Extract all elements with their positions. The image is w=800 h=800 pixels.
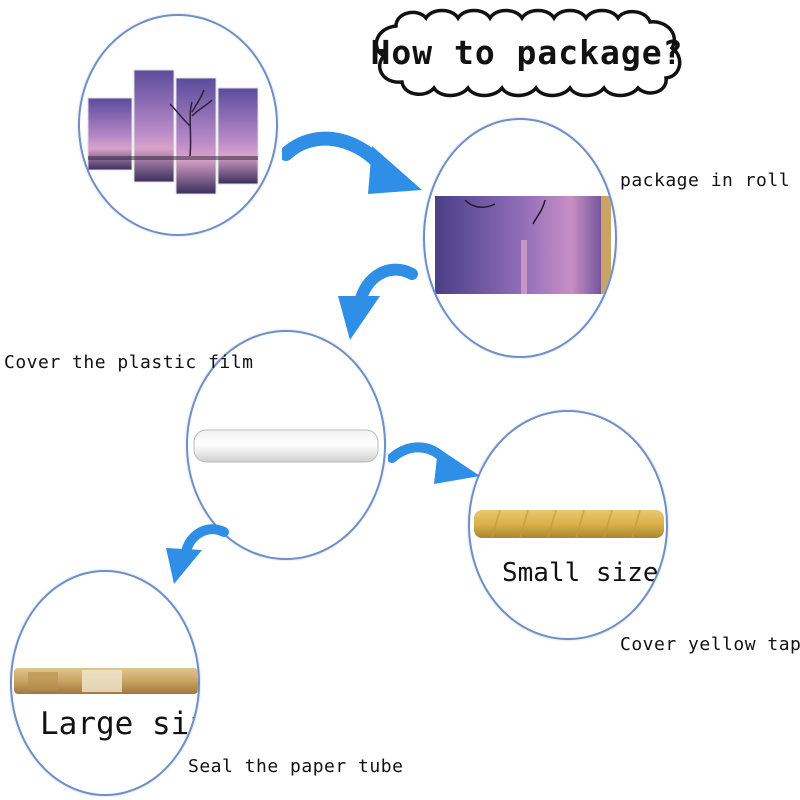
arrow-step1-to-step2 <box>282 131 422 194</box>
caption-seal-paper-tube: Seal the paper tube <box>188 756 404 777</box>
page-title: How to package? <box>370 32 684 72</box>
label-large-size: Large size <box>40 706 198 742</box>
rolled-canvas-image <box>435 196 611 294</box>
caption-cover-yellow-tape: Cover yellow tape <box>620 634 800 655</box>
step-circle-package-in-roll <box>423 118 617 358</box>
label-small-size: Small size <box>502 558 659 588</box>
arrow-step3-to-step5 <box>166 524 229 584</box>
step-circle-small-size: Small size <box>468 410 668 640</box>
canvas-panels-image <box>87 69 259 195</box>
arrow-step3-to-step4 <box>388 442 480 484</box>
plastic-film-roll-image <box>193 429 379 463</box>
title-cloud: How to package? <box>366 6 688 98</box>
cloud-shape <box>374 8 682 98</box>
paper-tube-image <box>14 668 198 694</box>
step-circle-canvas-set <box>78 14 278 236</box>
step-circle-plastic-film <box>186 330 386 560</box>
caption-package-in-roll: package in roll <box>620 170 791 191</box>
caption-cover-plastic-film: Cover the plastic film <box>4 352 254 373</box>
arrow-step2-to-step3 <box>338 263 418 340</box>
yellow-tape-roll-image <box>474 509 664 539</box>
step-circle-large-size: Large size <box>10 570 200 796</box>
